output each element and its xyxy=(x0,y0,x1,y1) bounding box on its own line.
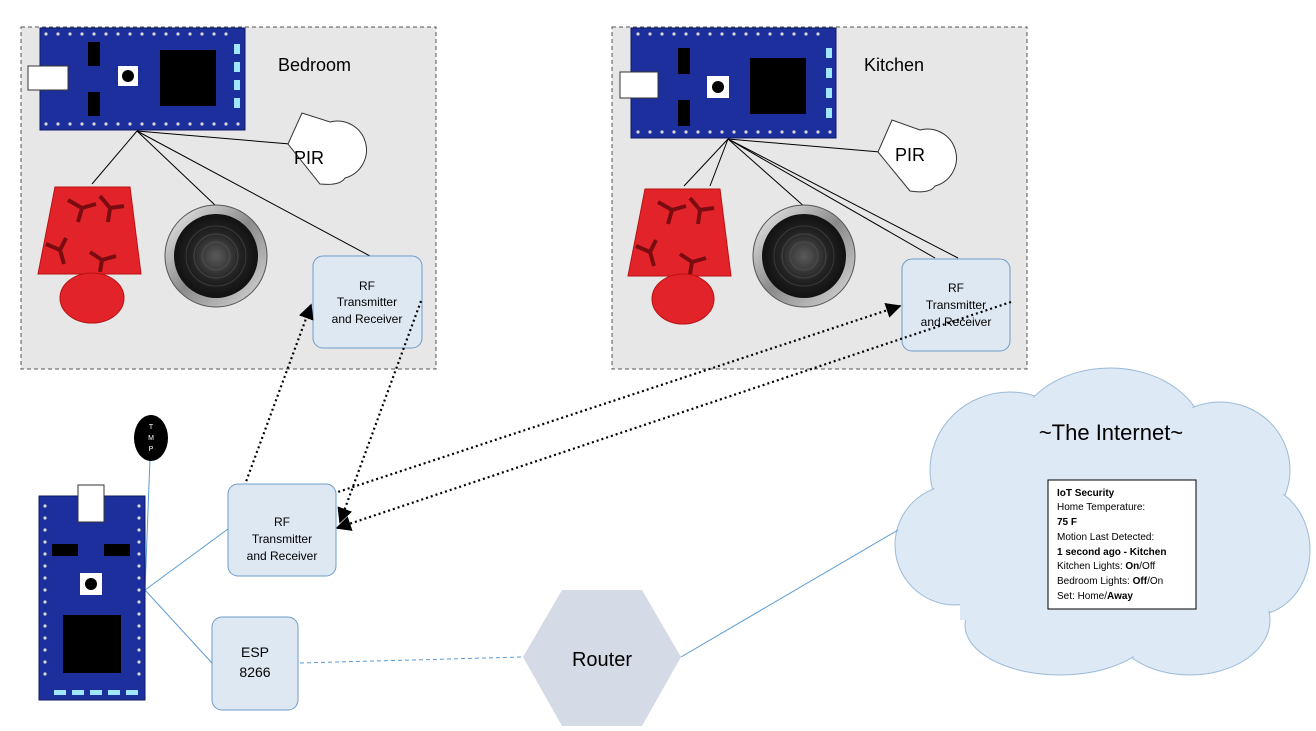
hub-rf-module: RF Transmitter and Receiver xyxy=(227,483,337,577)
bedroom-lights-status: Bedroom Lights: Off/On xyxy=(1057,576,1163,587)
router-node: Router xyxy=(523,590,681,726)
bedroom-room: Bedroom xyxy=(20,26,437,370)
kitchen-wires xyxy=(683,138,959,259)
bedroom-arduino-board xyxy=(27,27,246,131)
motion-value: 1 second ago - Kitchen xyxy=(1057,547,1166,558)
tmp-letter-2: M xyxy=(148,435,154,442)
kitchen-rf-line2: Transmitter xyxy=(926,298,986,312)
router-label: Router xyxy=(572,649,632,671)
bedroom-speaker-icon xyxy=(164,204,268,308)
bedroom-pir-sensor: PIR xyxy=(287,112,367,185)
bedroom-rf-line2: Transmitter xyxy=(337,295,397,309)
bedroom-lights-on-toggle[interactable]: /On xyxy=(1147,576,1163,587)
tmp-sensor: T M P xyxy=(134,415,168,461)
kitchen-pir-sensor: PIR xyxy=(877,119,957,193)
bedroom-rf-module: RF Transmitter and Receiver xyxy=(312,255,423,349)
hub-rf-line1: RF xyxy=(274,515,290,529)
internet-title: ~The Internet~ xyxy=(1039,420,1183,445)
kitchen-speaker-icon xyxy=(752,204,856,308)
kitchen-rf-module: RF Transmitter and Receiver xyxy=(901,258,1011,352)
bedroom-title: Bedroom xyxy=(278,55,351,75)
bedroom-lights-off-toggle[interactable]: Off xyxy=(1133,576,1148,587)
hub-arduino-board xyxy=(38,484,146,701)
kitchen-lights-status: Kitchen Lights: On/Off xyxy=(1057,561,1155,572)
internet-cloud: ~The Internet~ IoT Security Home Tempera… xyxy=(894,367,1311,676)
kitchen-lights-off-toggle[interactable]: /Off xyxy=(1139,561,1155,572)
kitchen-arduino-board xyxy=(619,27,837,139)
rf-wireless-links xyxy=(227,300,1012,531)
bedroom-rf-line1: RF xyxy=(359,279,375,293)
tmp-letter-1: T xyxy=(149,424,154,431)
kitchen-rf-line3: and Receiver xyxy=(921,315,992,329)
panel-heading: IoT Security xyxy=(1057,488,1115,499)
motion-label: Motion Last Detected: xyxy=(1057,532,1154,543)
mode-away-toggle[interactable]: Away xyxy=(1107,591,1133,602)
hub-rf-line2: Transmitter xyxy=(252,532,312,546)
kitchen-room: Kitchen xyxy=(611,26,1028,370)
hub-rf-line3: and Receiver xyxy=(247,549,318,563)
mode-setting: Set: Home/Away xyxy=(1057,591,1133,602)
kitchen-lamp-icon xyxy=(627,188,732,325)
kitchen-rf-line1: RF xyxy=(948,281,964,295)
tmp-letter-3: P xyxy=(149,446,154,453)
bedroom-rf-line3: and Receiver xyxy=(332,312,403,326)
kitchen-pir-label: PIR xyxy=(895,145,925,165)
bedroom-wires xyxy=(91,130,371,257)
network-links xyxy=(144,457,899,664)
bedroom-lamp-icon xyxy=(37,186,142,324)
iot-dashboard-panel: IoT Security Home Temperature: 75 F Moti… xyxy=(1047,479,1197,610)
mode-home-toggle[interactable]: Set: Home/ xyxy=(1057,591,1107,602)
esp-line1: ESP xyxy=(241,644,269,660)
temp-label: Home Temperature: xyxy=(1057,502,1145,513)
esp-line2: 8266 xyxy=(239,664,270,680)
esp8266-module: ESP 8266 xyxy=(211,616,299,711)
bedroom-pir-label: PIR xyxy=(294,148,324,168)
kitchen-lights-on-toggle[interactable]: On xyxy=(1125,561,1139,572)
temp-value: 75 F xyxy=(1057,517,1077,528)
kitchen-title: Kitchen xyxy=(864,55,924,75)
